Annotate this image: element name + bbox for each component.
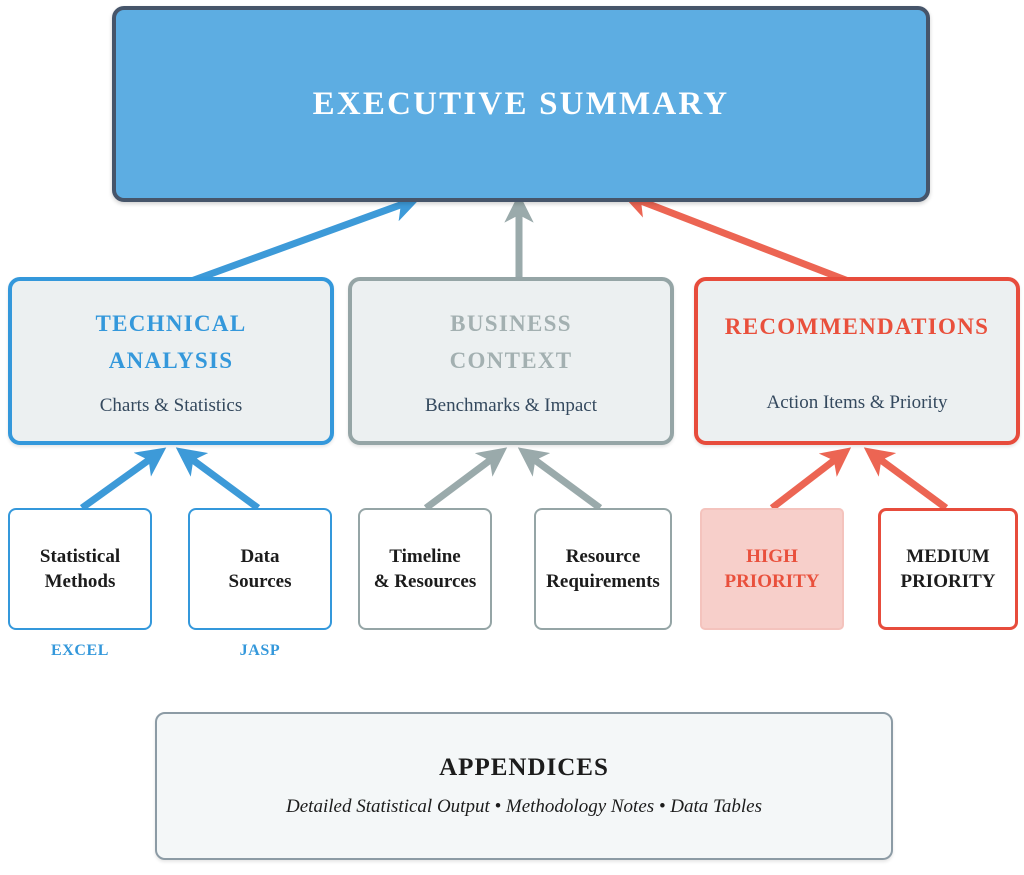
high-priority-line2: PRIORITY [724, 571, 820, 592]
statistical-methods-label: Statistical Methods [40, 544, 120, 594]
appendices-box[interactable]: APPENDICES Detailed Statistical Output •… [155, 712, 893, 860]
statistical-methods-line2: Methods [44, 571, 116, 592]
executive-summary-title: EXECUTIVE SUMMARY [312, 85, 730, 122]
high-priority-line1: HIGH [746, 545, 798, 567]
resource-requirements-line1: Resource [565, 545, 641, 567]
technical-analysis-title-line1: TECHNICAL [95, 310, 247, 336]
timeline-resources-box[interactable]: Timeline & Resources [358, 508, 492, 630]
caption-jasp: JASP [239, 642, 281, 659]
technical-analysis-title: TECHNICAL ANALYSIS [95, 305, 246, 380]
medium-priority-line2: PRIORITY [900, 571, 996, 592]
arrow-technical-to-summary [170, 193, 422, 292]
arrow-resource-reqs-to-business [517, 447, 603, 511]
recommendations-box[interactable]: RECOMMENDATIONS Action Items & Priority [694, 277, 1020, 445]
arrow-medium-priority-to-recommendations [863, 447, 949, 511]
business-context-box[interactable]: BUSINESS CONTEXT Benchmarks & Impact [348, 277, 674, 445]
business-context-title-line1: BUSINESS [450, 310, 572, 336]
timeline-resources-line2: & Resources [373, 571, 477, 592]
timeline-resources-line1: Timeline [389, 545, 461, 567]
statistical-methods-box[interactable]: Statistical Methods [8, 508, 152, 630]
medium-priority-line1: MEDIUM [906, 545, 990, 567]
executive-summary-box[interactable]: EXECUTIVE SUMMARY [112, 6, 930, 202]
high-priority-box[interactable]: HIGH PRIORITY [700, 508, 844, 630]
data-sources-line1: Data [240, 545, 280, 567]
business-context-title-line2: CONTEXT [449, 348, 573, 373]
resource-requirements-label: Resource Requirements [546, 544, 660, 594]
data-sources-line2: Sources [228, 571, 292, 592]
arrow-statistical-methods-to-technical [79, 447, 167, 511]
business-context-subtitle: Benchmarks & Impact [424, 395, 597, 417]
arrow-timeline-to-business [423, 447, 508, 511]
medium-priority-box[interactable]: MEDIUM PRIORITY [878, 508, 1018, 630]
resource-requirements-box[interactable]: Resource Requirements [534, 508, 672, 630]
technical-analysis-subtitle: Charts & Statistics [99, 395, 243, 417]
arrow-high-priority-to-recommendations [769, 447, 852, 511]
high-priority-label: HIGH PRIORITY [724, 544, 819, 594]
caption-excel: EXCEL [50, 642, 110, 659]
appendices-title: APPENDICES [439, 754, 609, 781]
medium-priority-label: MEDIUM PRIORITY [900, 544, 995, 594]
resource-requirements-line2: Requirements [546, 571, 660, 592]
technical-analysis-title-line2: ANALYSIS [108, 348, 234, 373]
recommendations-title-line1: RECOMMENDATIONS [724, 314, 990, 340]
appendices-subtitle: Detailed Statistical Output • Methodolog… [286, 796, 762, 817]
business-context-title: BUSINESS CONTEXT [450, 305, 573, 380]
data-sources-box[interactable]: Data Sources [188, 508, 332, 630]
arrow-recommendations-to-summary [620, 190, 858, 288]
statistical-methods-line1: Statistical [39, 545, 121, 567]
arrow-data-sources-to-technical [175, 447, 261, 511]
data-sources-label: Data Sources [229, 544, 292, 594]
timeline-resources-label: Timeline & Resources [374, 544, 477, 594]
recommendations-subtitle: Action Items & Priority [766, 391, 948, 413]
recommendations-title: RECOMMENDATIONS [725, 308, 989, 345]
technical-analysis-box[interactable]: TECHNICAL ANALYSIS Charts & Statistics [8, 277, 334, 445]
